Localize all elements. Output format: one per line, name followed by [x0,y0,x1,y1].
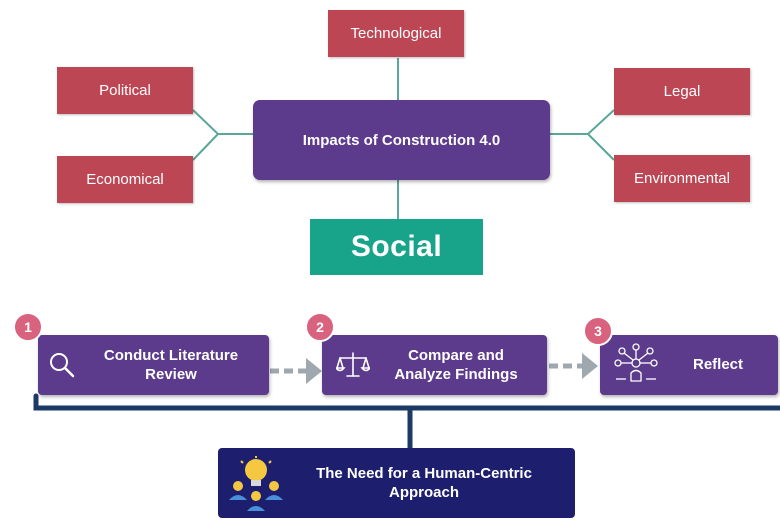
factor-political-label: Political [99,82,151,99]
factor-political: Political [57,67,193,114]
factor-economical: Economical [57,156,193,203]
outcome-label: The Need for a Human-Centric Approach [288,448,560,518]
step-2-label: Compare and Analyze Findings [368,335,544,395]
factor-economical-label: Economical [86,171,164,188]
outcome-label-line2: Approach [388,484,459,501]
step-1-label-line1: Conduct Literature [103,346,239,364]
step-1-number: 1 [24,319,32,335]
factor-technological-label: Technological [350,25,442,42]
connector-right-branch [550,109,615,161]
outcome-label-line1: The Need for a Human-Centric [316,464,532,482]
balance-scale-icon [336,352,370,377]
factor-environmental-label: Environmental [634,170,730,187]
step-compare-analyze-findings: Compare and Analyze Findings [322,335,547,395]
arrow-step2-to-step3 [549,353,598,379]
factor-social-label: Social [350,230,443,263]
factor-environmental: Environmental [614,155,750,202]
step-2-badge: 2 [305,312,335,342]
factor-legal-label: Legal [663,83,701,100]
step-1-label: Conduct Literature Review [78,335,264,395]
factor-legal: Legal [614,68,750,115]
factor-technological: Technological [328,10,464,57]
step-3-badge: 3 [583,316,613,346]
step-3-number: 3 [594,323,602,339]
step-conduct-literature-review: Conduct Literature Review [38,335,269,395]
connector-left-branch [192,109,253,161]
step-3-label-line1: Reflect [692,356,744,374]
lightbulb-team-icon [229,456,283,511]
outcome-human-centric-approach: The Need for a Human-Centric Approach [218,448,575,518]
network-mind-icon [614,343,658,382]
step-2-number: 2 [316,319,324,335]
step-2-label-line2: Analyze Findings [394,366,518,383]
arrow-step1-to-step2 [270,358,322,384]
step-reflect: Reflect [600,335,778,395]
factor-social: Social [310,219,483,275]
step-3-label: Reflect [662,335,774,395]
mind-map-center-label: Impacts of Construction 4.0 [302,131,501,149]
step-2-label-line1: Compare and [408,346,504,364]
step-1-badge: 1 [13,312,43,342]
step-1-label-line2: Review [145,366,197,383]
mind-map-center: Impacts of Construction 4.0 [253,100,550,180]
magnifier-icon [50,353,75,378]
